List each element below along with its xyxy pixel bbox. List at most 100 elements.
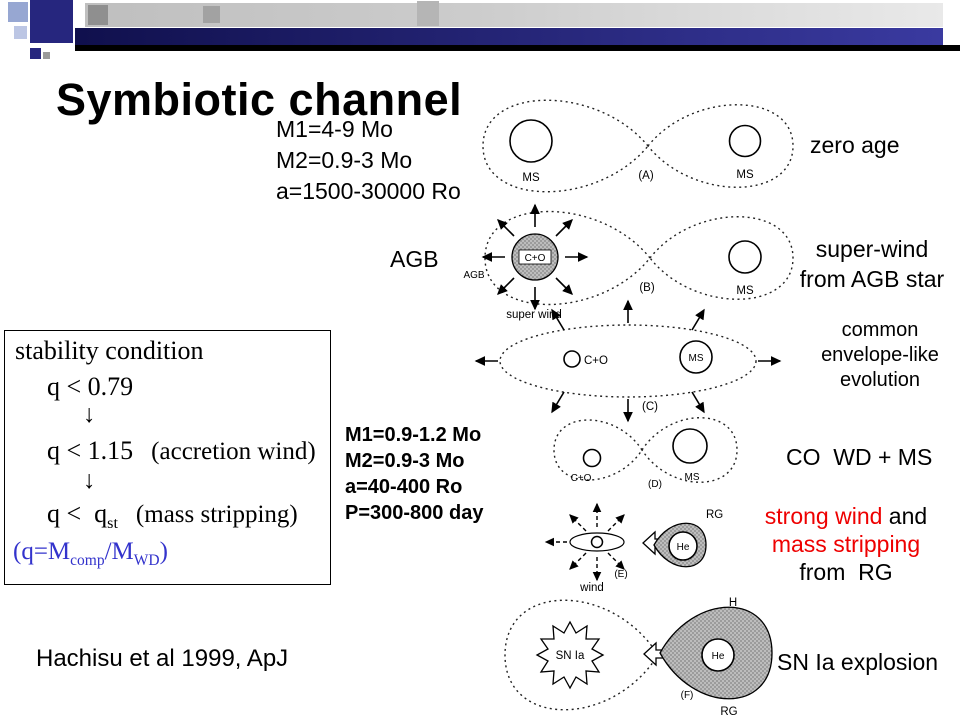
param-line: a=40-400 Ro	[345, 476, 463, 498]
envelope-arrow	[551, 308, 565, 331]
q-def-subscript: comp	[70, 552, 105, 569]
supernova-burst	[535, 620, 605, 690]
stage-a-diagram: MS MS (A)	[482, 99, 794, 193]
param-line: M2=0.9-3 Mo	[345, 450, 465, 472]
rg-label: RG	[706, 509, 723, 521]
condition-2: q < 1.15 (accretion wind)	[47, 436, 316, 466]
stage-a-tag: (A)	[638, 170, 654, 182]
annotation-line: from AGB star	[799, 266, 945, 292]
ms-star-circle	[509, 119, 553, 163]
annotation-line: super-wind	[815, 236, 929, 262]
agb-small-label: AGB	[463, 270, 484, 281]
decoration-square	[30, 48, 41, 59]
stability-condition-box: stability condition q < 0.79 ↓ q < 1.15 (…	[4, 330, 331, 585]
stage-e-tag: (E)	[614, 569, 627, 580]
roche-lobe-outline	[641, 417, 738, 483]
stage-e-diagram: wind He RG (E)	[544, 502, 723, 594]
condition-3-note: (mass stripping)	[135, 501, 298, 528]
param-line: M1=4-9 Mo	[276, 116, 393, 142]
reference-credit: Hachisu et al 1999, ApJ	[36, 645, 289, 672]
page-title: Symbiotic channel	[56, 74, 463, 126]
stage-b-tag: (B)	[639, 282, 655, 294]
strong-wind-red-text: strong wind	[764, 503, 883, 529]
down-arrow-glyph: ↓	[83, 401, 96, 428]
decoration-square	[43, 52, 50, 59]
condition-3: q < qst(mass stripping)	[47, 499, 298, 533]
co-star-label: C+O	[525, 253, 546, 264]
condition-1: q < 0.79	[47, 372, 134, 401]
roche-lobe-outline	[647, 104, 794, 188]
stage-b-diagram: C+O AGB MS (B) super wind	[463, 203, 794, 321]
annotation-zero-age: zero age	[810, 132, 900, 158]
wind-label: wind	[579, 582, 604, 594]
ms-star-label: MS	[685, 472, 700, 483]
roche-lobe-outline	[482, 99, 649, 193]
decoration-square	[88, 5, 108, 25]
q-def-part: /M	[104, 538, 134, 565]
ms-star-circle	[728, 124, 762, 158]
banner-navy-bar	[75, 28, 943, 45]
ms-star-label: MS	[736, 169, 754, 181]
wind-arrow	[497, 219, 515, 237]
ms-star-label: MS	[689, 353, 704, 364]
wind-arrow	[555, 219, 573, 237]
from-rg-text: from RG	[799, 559, 893, 585]
stage-f-tag: (F)	[681, 690, 694, 701]
strong-wind-black-text: and	[882, 503, 928, 529]
co-label-box	[518, 249, 552, 265]
decoration-square	[14, 26, 27, 39]
rg-label: RG	[720, 706, 737, 718]
annotation-common-envelope: common envelope-like evolution	[798, 318, 960, 393]
q-definition: (q=Mcomp/MWD)	[13, 538, 168, 570]
annotation-co-wd-ms: CO WD + MS	[786, 444, 933, 470]
stage-d-diagram: C+O MS (D)	[553, 417, 738, 490]
envelope-arrow	[691, 308, 705, 331]
he-core-circle	[701, 638, 735, 672]
super-wind-label: super wind	[506, 309, 562, 321]
ms-star-label: MS	[736, 285, 754, 297]
wind-arrow	[497, 277, 515, 295]
roche-lobe-outline	[504, 599, 659, 711]
stage-c-diagram: C+O MS (C)	[474, 299, 782, 423]
annotation-superwind: super-wind from AGB star	[786, 234, 958, 294]
he-core-circle	[668, 531, 698, 561]
stability-heading: stability condition	[15, 336, 204, 365]
co-core-circle	[563, 350, 581, 368]
initial-binary-params: M1=4-9 Mo M2=0.9-3 Mo a=1500-30000 Ro	[276, 114, 461, 207]
q-def-subscript: WD	[133, 552, 160, 569]
param-line: P=300-800 day	[345, 502, 484, 524]
q-def-part: )	[159, 538, 168, 565]
param-line: M2=0.9-3 Mo	[276, 147, 413, 173]
stage-d-tag: (D)	[648, 479, 662, 490]
annotation-line: common	[841, 319, 919, 341]
co-wd-label: C+O	[571, 473, 592, 484]
decoration-square	[30, 0, 73, 43]
h-envelope-label: H	[729, 597, 737, 609]
annotation-strong-wind: strong wind and mass stripping from RG	[736, 502, 956, 586]
banner-black-bar	[75, 45, 960, 51]
condition-2-note: (accretion wind)	[151, 438, 316, 465]
down-arrow-glyph: ↓	[83, 467, 96, 494]
annotation-line: strong wind and	[736, 502, 956, 530]
ms-star-circle	[728, 240, 762, 274]
annotation-sn-ia: SN Ia explosion	[777, 649, 939, 675]
param-line: a=1500-30000 Ro	[276, 178, 461, 204]
decoration-square	[203, 6, 220, 23]
co-core-label: C+O	[584, 355, 608, 367]
ms-star-label: MS	[522, 172, 540, 184]
wind-arrow	[569, 514, 587, 532]
condition-2-expr: q < 1.15	[47, 436, 134, 465]
envelope-arrow	[551, 391, 565, 414]
common-envelope-outline	[499, 324, 757, 398]
agb-label: AGB	[390, 246, 439, 272]
envelope-arrow	[691, 391, 705, 414]
stage-c-tag: (C)	[642, 401, 658, 413]
wind-arrow	[607, 552, 625, 570]
param-line: M1=0.9-1.2 Mo	[345, 424, 482, 446]
he-core-label: He	[677, 542, 690, 553]
banner-gray-strip	[85, 3, 943, 27]
ms-star-circle	[672, 428, 708, 464]
accretion-disk-ellipse	[569, 532, 625, 552]
roche-lobe-outline	[649, 216, 794, 300]
